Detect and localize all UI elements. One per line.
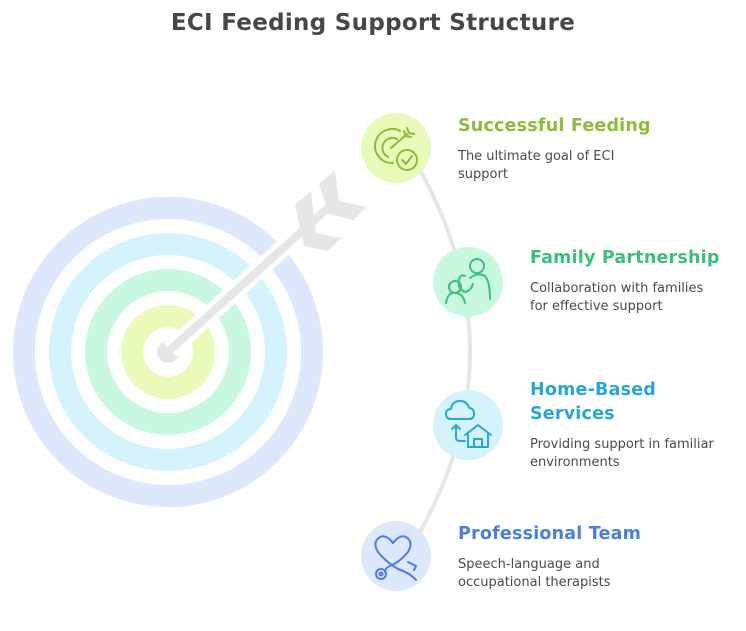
item-description-line: The ultimate goal of ECI bbox=[458, 149, 615, 164]
item-description-line: Speech-language and bbox=[458, 557, 600, 572]
item-description: Speech-language and occupational therapi… bbox=[458, 556, 738, 592]
target-ring-outer bbox=[13, 197, 323, 507]
target-check-icon bbox=[374, 127, 418, 171]
item-heading: Successful Feeding bbox=[458, 116, 651, 136]
item-description: Collaboration with families for effectiv… bbox=[530, 280, 746, 316]
item-professional-team-badge bbox=[361, 521, 431, 591]
item-description-line: support bbox=[458, 167, 508, 182]
item-heading: Family Partnership bbox=[530, 248, 720, 268]
item-description-line: occupational therapists bbox=[458, 575, 611, 590]
connector-arc bbox=[418, 168, 472, 534]
cloud-home-icon bbox=[445, 400, 492, 448]
item-heading-line: Services bbox=[530, 404, 615, 424]
item-description-line: Collaboration with families bbox=[530, 281, 704, 296]
item-heading: Professional Team bbox=[458, 524, 642, 544]
item-home-based-services-badge bbox=[433, 390, 503, 460]
item-description: Providing support in familiar environmen… bbox=[530, 436, 746, 472]
item-description: The ultimate goal of ECI support bbox=[458, 148, 738, 184]
item-successful-feeding-badge bbox=[361, 113, 431, 183]
item-professional-team: Professional Team Speech-language and oc… bbox=[458, 522, 738, 592]
target-ring-second bbox=[49, 233, 287, 471]
family-icon bbox=[445, 258, 491, 304]
target bbox=[13, 197, 323, 507]
target-ring-inner bbox=[121, 305, 215, 399]
item-heading: Home-Based Services bbox=[530, 378, 746, 426]
item-heading-line: Home-Based bbox=[530, 380, 656, 400]
target-ring-third bbox=[85, 269, 251, 435]
item-successful-feeding: Successful Feeding The ultimate goal of … bbox=[458, 114, 738, 184]
page-title: ECI Feeding Support Structure bbox=[170, 10, 576, 36]
arrow-fletching-upper bbox=[319, 170, 367, 220]
heart-stethoscope-icon bbox=[374, 535, 417, 581]
item-description-line: for effective support bbox=[530, 299, 663, 314]
item-family-partnership-badge bbox=[433, 247, 503, 317]
item-family-partnership: Family Partnership Collaboration with fa… bbox=[530, 246, 746, 316]
arrow-fletching-lower bbox=[295, 191, 341, 251]
item-description-line: Providing support in familiar bbox=[530, 437, 714, 452]
item-description-line: environments bbox=[530, 455, 620, 470]
item-home-based-services: Home-Based Services Providing support in… bbox=[530, 378, 746, 472]
arrow-icon bbox=[166, 170, 367, 354]
